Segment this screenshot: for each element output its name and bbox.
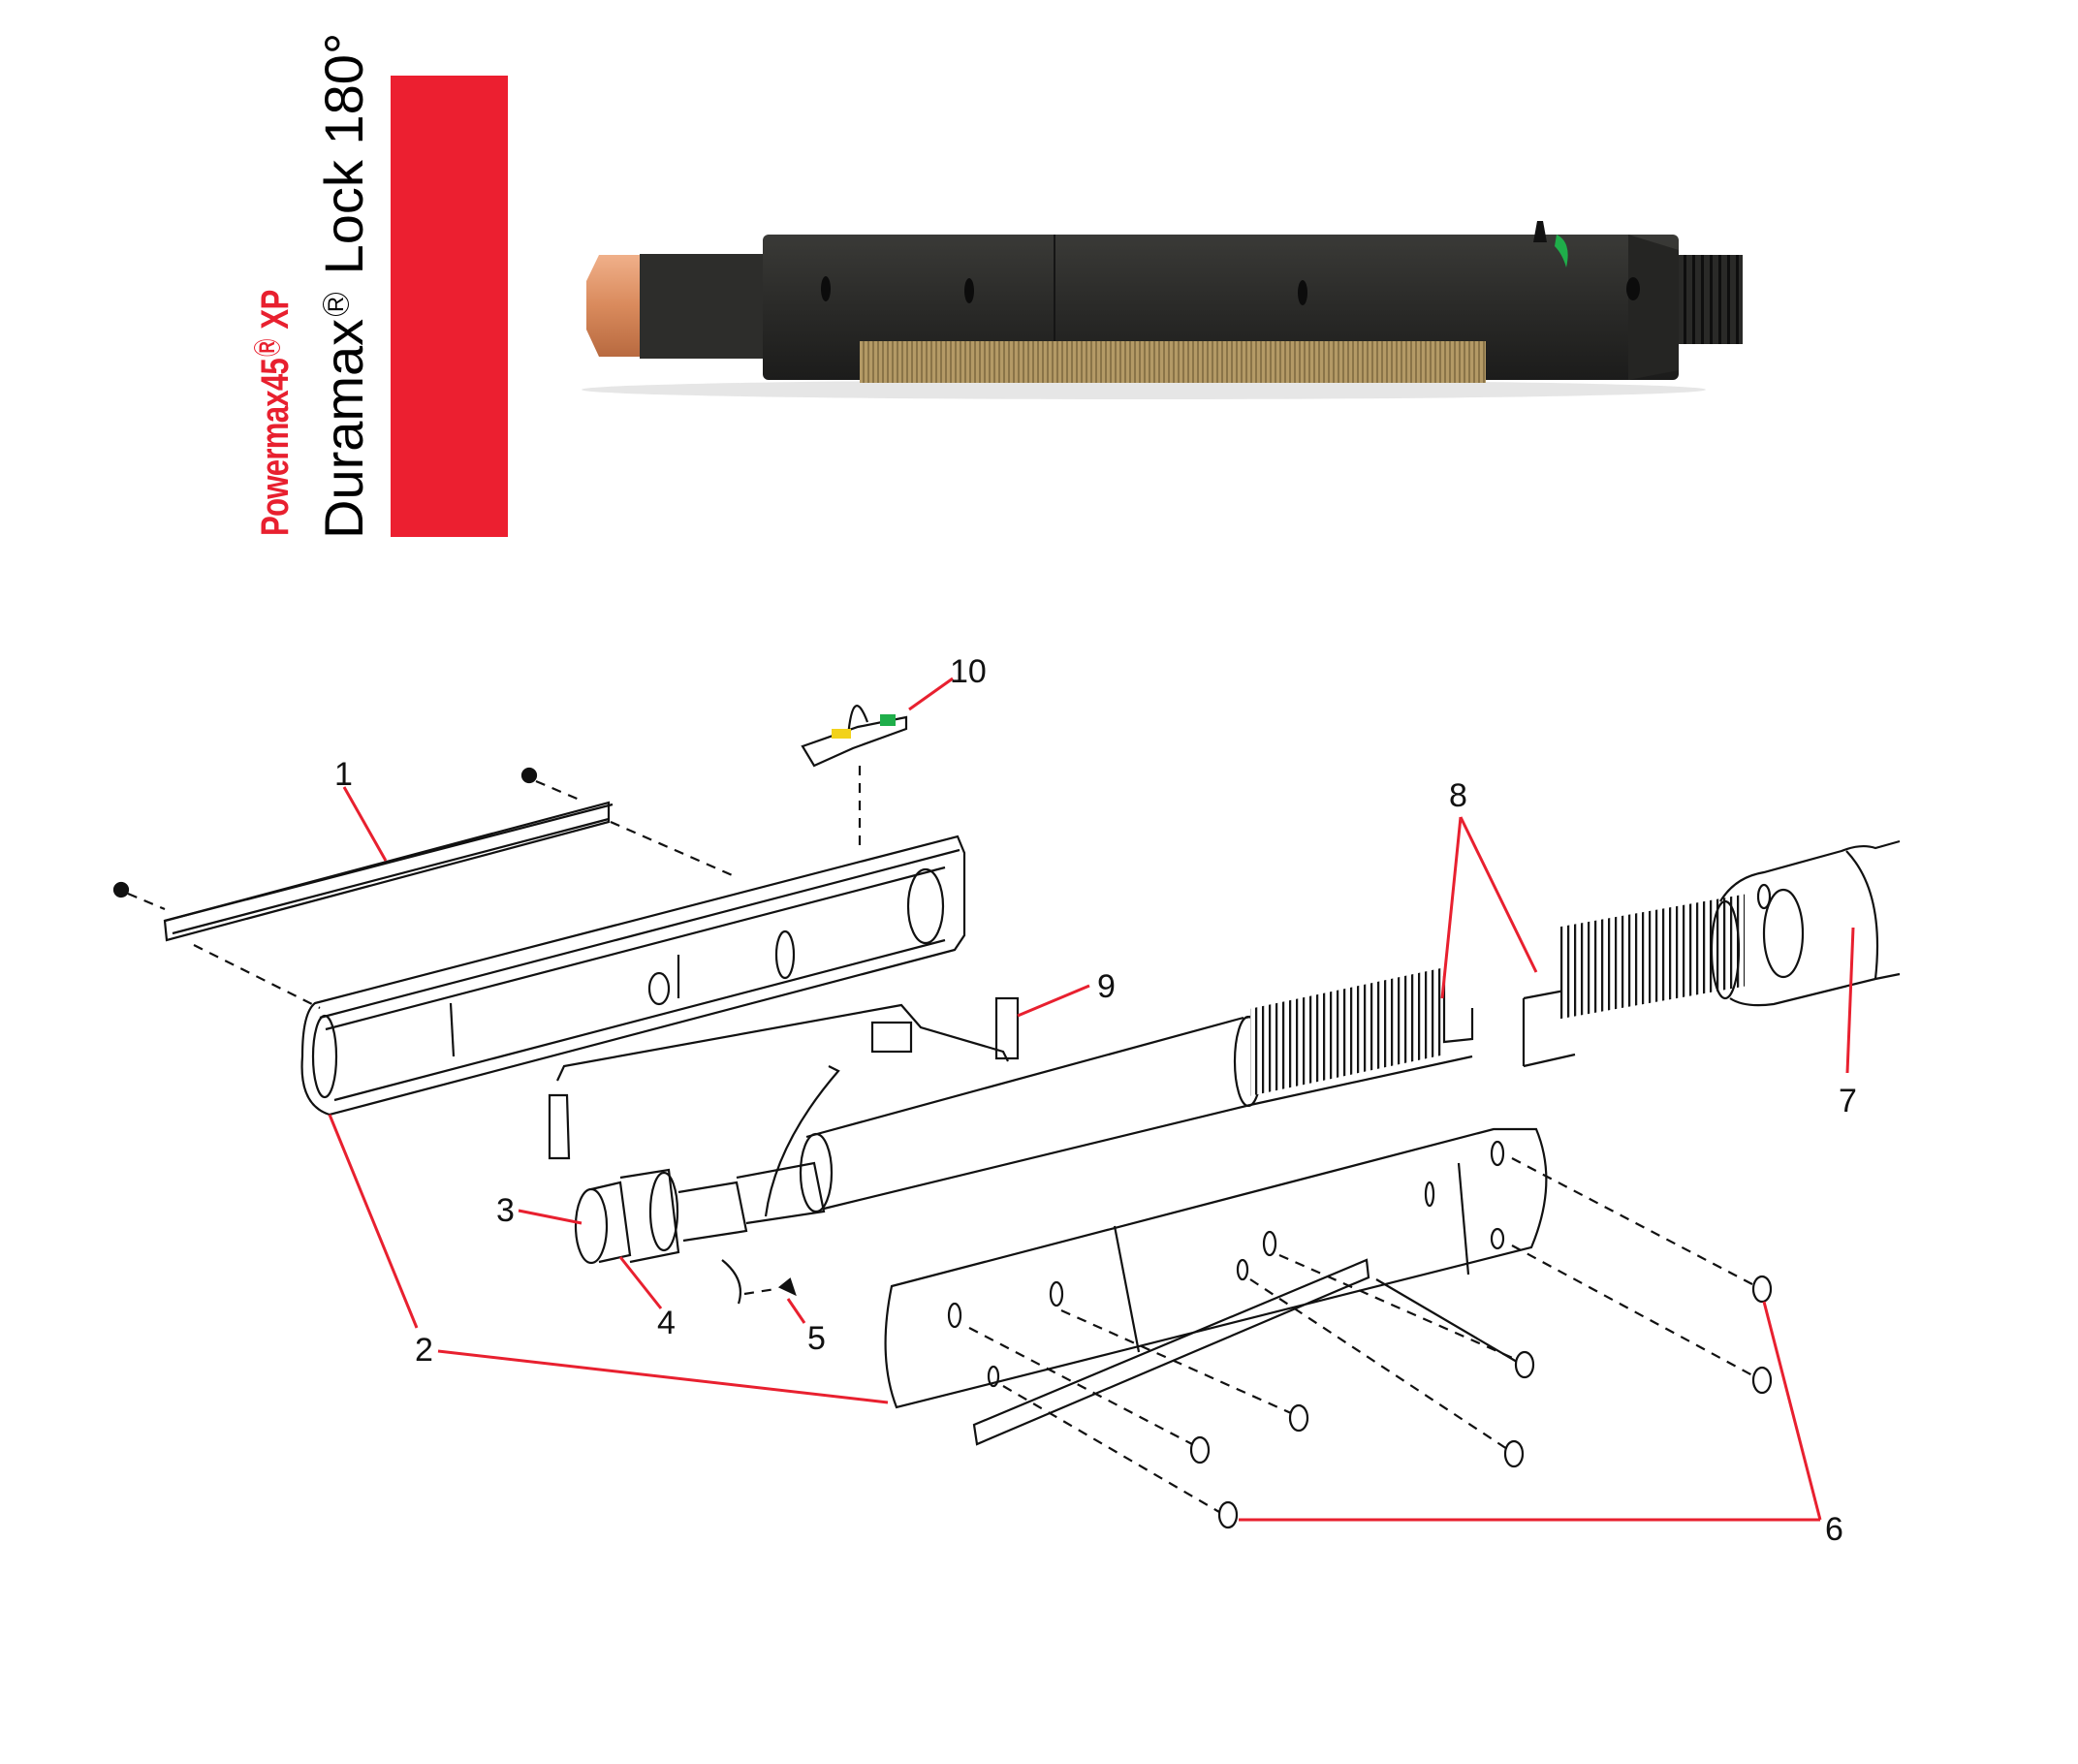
callout-4: 4 <box>657 1305 676 1341</box>
callout-5: 5 <box>807 1320 826 1357</box>
accent-bar <box>391 76 508 537</box>
screw-icons <box>1189 1275 1773 1529</box>
leader-8b <box>1459 816 1538 973</box>
part-9-wire-harness <box>548 996 1020 1217</box>
leader-4 <box>618 1256 663 1309</box>
part-6-screws <box>968 1157 1755 1513</box>
leader-3 <box>518 1209 582 1225</box>
part-7-strain-relief <box>1710 839 1901 1007</box>
leader-1 <box>342 786 388 862</box>
leader-6b <box>1762 1301 1822 1521</box>
callout-7: 7 <box>1839 1083 1857 1119</box>
callout-leaders <box>328 677 1855 1522</box>
leader-9 <box>1017 984 1090 1018</box>
slider-rail <box>860 341 1486 383</box>
line-art <box>112 705 1901 1529</box>
leader-2a <box>328 1114 419 1329</box>
callout-9: 9 <box>1097 968 1116 1005</box>
callout-2: 2 <box>415 1332 433 1369</box>
leader-5 <box>786 1298 806 1324</box>
leader-7 <box>1845 927 1855 1074</box>
safety-switch <box>1533 221 1547 242</box>
part-8-lead-hose <box>1244 894 1745 1107</box>
part-10-trigger <box>801 705 908 853</box>
part-3-4-5-torch-head <box>574 1161 826 1305</box>
torch-tube <box>799 1015 1264 1213</box>
part-1-slider-rail <box>163 801 738 1009</box>
callout-1: 1 <box>334 756 353 793</box>
callout-10: 10 <box>950 653 987 690</box>
callout-6: 6 <box>1825 1511 1843 1548</box>
nozzle <box>586 255 640 357</box>
leader-8a <box>1440 816 1463 999</box>
rail-screws <box>112 767 582 911</box>
callout-3: 3 <box>496 1192 515 1229</box>
green-indicator-icon <box>1555 235 1568 268</box>
threaded-end <box>1679 255 1743 344</box>
part-2-handle-lower <box>884 1127 1548 1446</box>
torch-photo <box>582 221 1743 399</box>
callout-8: 8 <box>1449 777 1467 814</box>
leader-2b <box>437 1349 889 1404</box>
part-2-handle-upper <box>300 835 966 1117</box>
callout-labels: 1 2 3 4 5 6 7 8 9 10 <box>334 653 1857 1548</box>
retaining-cap <box>640 254 766 359</box>
leader-10 <box>908 677 954 711</box>
